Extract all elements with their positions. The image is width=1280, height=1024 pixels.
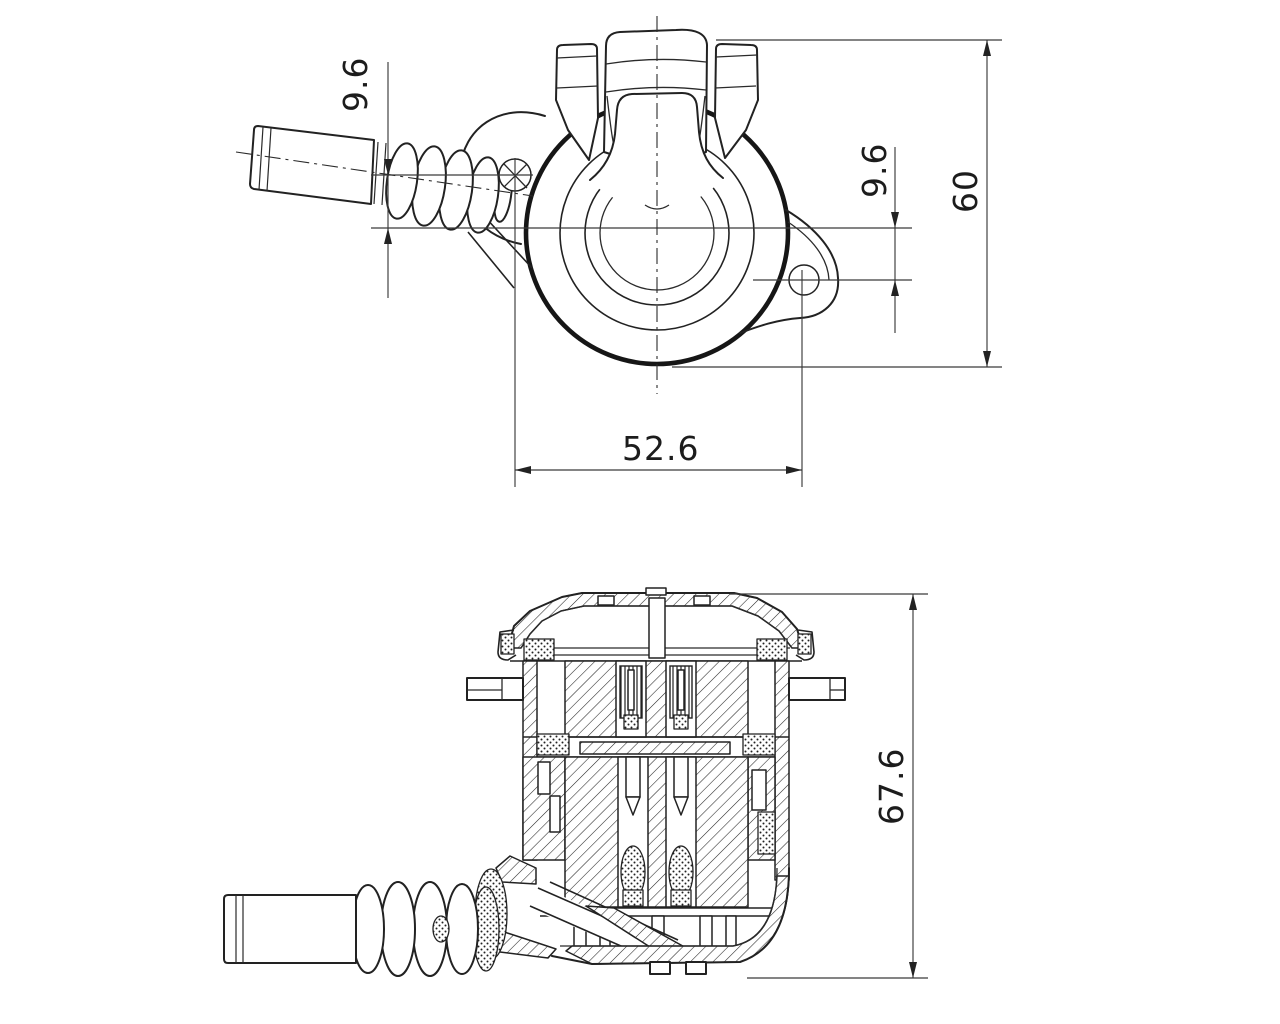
lid-seal-left (523, 638, 555, 661)
lid-top-notch (645, 587, 667, 596)
cable-tube (249, 125, 375, 205)
lid-seal-right (756, 638, 788, 661)
flange-tab-left (466, 677, 524, 701)
dimension-text: 67.6 (872, 748, 911, 825)
dimension-text: 9.6 (855, 143, 894, 198)
section-view (223, 587, 846, 977)
socket-lid (555, 28, 759, 210)
lid-hook-left (497, 629, 517, 661)
lower-contact-insert (564, 756, 749, 908)
front-view-dimensions: 9.6 9.6 60 52.6 (336, 39, 1002, 487)
latch-slot (648, 597, 666, 659)
dimension-right-hole-offset: 9.6 (855, 143, 899, 333)
dimension-overall-height: 60 (672, 39, 1002, 368)
housing-wall-right (774, 660, 790, 881)
gland-vent-hole (432, 915, 450, 943)
flange-tab-right (788, 677, 846, 701)
upper-contact-insert (564, 660, 749, 738)
insert-plate (579, 741, 731, 755)
dimension-left-hole-offset: 9.6 (336, 57, 392, 298)
lid-hinge-lug-right (714, 43, 759, 159)
cable-gland-section (223, 881, 500, 977)
lid-latch-tongue (589, 92, 724, 181)
gland-gusset-line (483, 215, 533, 269)
front-view (235, 16, 912, 394)
lid-hook-right (795, 629, 815, 661)
gland-gusset-line (467, 231, 515, 289)
dimension-text: 60 (946, 169, 985, 213)
lid-latch-tongue-fill (590, 93, 723, 208)
dimension-text: 52.6 (622, 429, 699, 468)
body-seal-left (536, 733, 570, 756)
body-seal-right (742, 733, 776, 756)
lid-hinge-lug-left (555, 43, 599, 161)
section-view-dimension: 67.6 (730, 593, 928, 979)
housing-bottom (551, 867, 790, 975)
dimension-text: 9.6 (336, 57, 375, 112)
centerline-gland-axis (235, 151, 534, 197)
dimension-overall-depth: 67.6 (730, 593, 928, 979)
pin-contact (625, 756, 641, 798)
cable-gland-front (249, 125, 513, 234)
cable-tube-section (223, 894, 357, 964)
pin-contact (673, 756, 689, 798)
dimension-hole-spacing: 52.6 (514, 158, 803, 487)
